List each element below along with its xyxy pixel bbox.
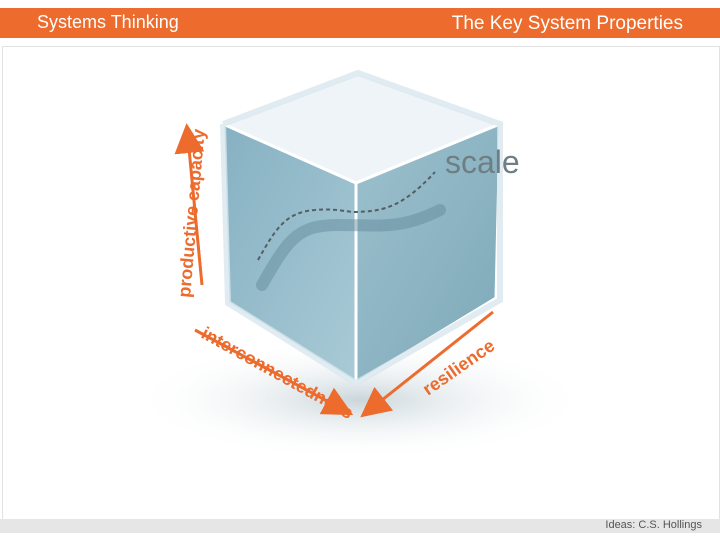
section-title: Systems Thinking <box>37 12 179 32</box>
productive-capacity-arrow <box>174 123 205 286</box>
resilience-arrow <box>360 310 494 418</box>
productive-capacity-label: productive capacity <box>174 128 209 298</box>
footer-bar: Ideas: C.S. Hollings <box>0 519 720 533</box>
scale-label: scale <box>445 144 520 180</box>
cube-shadow <box>130 340 590 460</box>
slide-title: The Key System Properties <box>451 13 683 34</box>
title-bar: Systems Thinking The Key System Properti… <box>0 8 720 38</box>
credit-text: Ideas: C.S. Hollings <box>605 519 702 531</box>
interconnectedness-arrow <box>194 328 354 416</box>
scale-curve-shadow <box>256 204 446 291</box>
cube-right-face <box>354 121 502 386</box>
cube-edges <box>220 69 503 387</box>
